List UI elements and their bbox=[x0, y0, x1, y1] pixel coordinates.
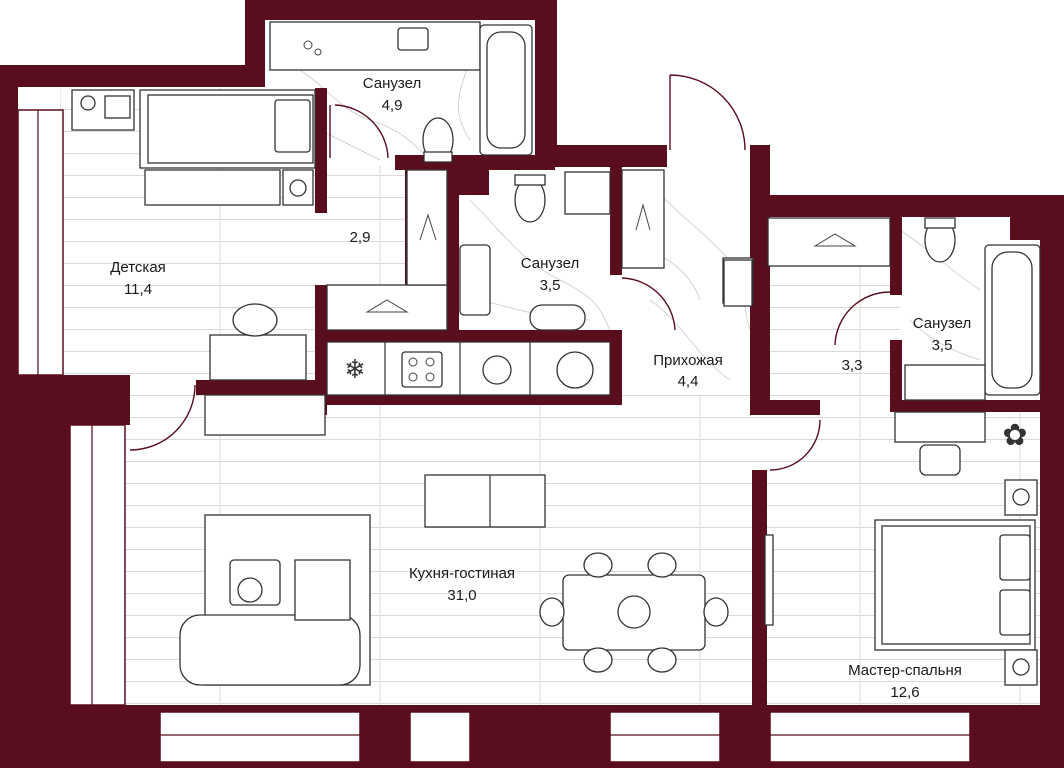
kitchen-counter bbox=[326, 341, 611, 396]
room-name-master: Мастер-спальня bbox=[848, 662, 962, 679]
kitchen-sink-icon bbox=[556, 351, 594, 389]
room-name-kitchen-living: Кухня-гостиная bbox=[409, 565, 515, 582]
nightstand bbox=[1004, 479, 1038, 516]
master-furniture: ✿ bbox=[764, 411, 1038, 686]
room-area-kitchen-living: 31,0 bbox=[447, 587, 476, 604]
kitchen-island bbox=[424, 474, 546, 528]
armchair-icon bbox=[232, 303, 278, 337]
armchair-icon bbox=[294, 559, 351, 621]
hanger-icon bbox=[365, 299, 409, 313]
nightstand bbox=[282, 169, 314, 206]
hall bbox=[723, 259, 753, 307]
room-name-hall: Прихожая bbox=[653, 352, 723, 369]
sink-icon bbox=[904, 364, 986, 401]
room-labels: Санузел 4,9 Детская 11,4 2,9 Санузел 3,5… bbox=[110, 75, 971, 701]
desk-icon bbox=[209, 334, 307, 381]
room-area-bath-right: 3,5 bbox=[932, 337, 953, 354]
hanger-icon bbox=[419, 213, 437, 241]
plant-icon: ✿ bbox=[1002, 418, 1027, 453]
cooktop-icon bbox=[401, 351, 443, 388]
washing-machine-icon bbox=[564, 171, 611, 215]
room-name-bath-middle: Санузел bbox=[521, 255, 579, 272]
doors bbox=[129, 74, 891, 471]
dishwasher-icon bbox=[482, 355, 512, 385]
kitchen-row: ❄ bbox=[326, 341, 611, 396]
hanger-icon bbox=[635, 203, 651, 231]
armchair-icon bbox=[919, 444, 961, 476]
tv-icon bbox=[764, 534, 774, 626]
kids-room bbox=[71, 89, 326, 436]
shower-tray bbox=[529, 304, 586, 331]
room-area-master: 12,6 bbox=[890, 684, 919, 701]
room-area-wardrobe-right: 3,3 bbox=[842, 357, 863, 374]
fridge-icon: ❄ bbox=[344, 355, 366, 385]
windows bbox=[17, 109, 971, 763]
shoe-cabinet bbox=[723, 259, 753, 307]
living-furniture bbox=[179, 474, 729, 686]
room-area-hall: 4,4 bbox=[678, 373, 699, 390]
room-area-wardrobe-corridor: 2,9 bbox=[350, 229, 371, 246]
room-name-bath-right: Санузел bbox=[913, 315, 971, 332]
bathroom-right bbox=[904, 217, 1041, 401]
room-area-bath-top: 4,9 bbox=[382, 97, 403, 114]
desk-icon bbox=[894, 411, 986, 443]
room-area-kids: 11,4 bbox=[124, 281, 152, 298]
sofa-icon bbox=[179, 614, 361, 686]
hanger-icon bbox=[813, 233, 857, 247]
wardrobes bbox=[326, 169, 891, 331]
bathroom-top bbox=[269, 21, 533, 163]
room-name-bath-top: Санузел bbox=[363, 75, 421, 92]
vanity-counter bbox=[269, 21, 481, 71]
wardrobe-corridor bbox=[326, 284, 448, 331]
room-name-kids: Детская bbox=[110, 259, 166, 276]
tv-icon bbox=[204, 394, 326, 436]
room-area-bath-middle: 3,5 bbox=[540, 277, 561, 294]
sink-icon bbox=[459, 244, 491, 316]
bathroom-middle bbox=[459, 171, 611, 331]
sink-icon bbox=[397, 27, 429, 51]
